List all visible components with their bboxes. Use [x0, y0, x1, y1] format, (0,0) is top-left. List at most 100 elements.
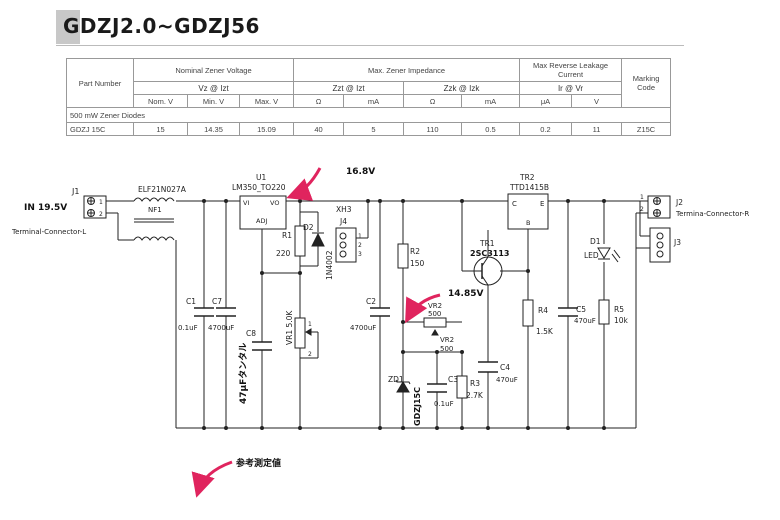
- connector-j3: [649, 227, 671, 263]
- label-u1: U1: [256, 173, 266, 182]
- label-led: LED: [584, 251, 599, 260]
- cell-value: 15: [133, 122, 188, 136]
- unit-cell: Min. V: [187, 94, 240, 108]
- capacitor-c4: [478, 361, 498, 373]
- junction-dots: [202, 199, 606, 430]
- label-vr2-b-val: 500: [440, 345, 453, 353]
- label-c2-val: 4700uF: [350, 324, 376, 332]
- potentiometer-vr1: [294, 317, 306, 349]
- label-vr2-b: VR2: [440, 336, 454, 344]
- unit-cell: Nom. V: [133, 94, 188, 108]
- cell-value: 110: [403, 122, 463, 136]
- label-nf-part: ELF21N027A: [138, 185, 187, 194]
- label-u1-vi: VI: [243, 199, 249, 207]
- label-tr2-c: C: [512, 200, 517, 208]
- header-impedance: Max. Zener Impedance: [293, 58, 521, 82]
- cell-value: 14.35: [187, 122, 240, 136]
- label-c5: C5: [576, 305, 586, 314]
- label-tr1-part: 2SC3113: [470, 249, 509, 258]
- capacitor-c8: [252, 341, 272, 351]
- table-header-row: Part Number Nominal Zener Voltage Max. Z…: [66, 58, 672, 108]
- svg-text:2: 2: [99, 211, 103, 218]
- unit-cell: V: [571, 94, 623, 108]
- svg-text:2: 2: [308, 351, 312, 358]
- label-r3: R3: [470, 379, 480, 388]
- cell-part: GDZJ 15C: [66, 122, 134, 136]
- label-tr2-b: B: [526, 219, 530, 227]
- arrow-14v85: [405, 293, 441, 324]
- title-accent-block: [56, 10, 80, 44]
- label-vr1: VR1 5.0K: [285, 310, 294, 345]
- label-tr2-part: TTD1415B: [509, 183, 549, 192]
- header-marking: Marking Code: [621, 58, 672, 108]
- label-r3-val: 2.7K: [466, 391, 484, 400]
- unit-cell: μA: [519, 94, 573, 108]
- zener-spec-table: Part Number Nominal Zener Voltage Max. Z…: [65, 58, 672, 136]
- subheader-zzt: Zzt @ Izt: [293, 81, 405, 95]
- capacitor-c1: [194, 307, 214, 317]
- label-vr2-a: VR2: [428, 302, 442, 310]
- label-tr2-e: E: [540, 200, 544, 208]
- resistor-r3: [456, 375, 468, 399]
- svg-text:1: 1: [640, 194, 644, 201]
- label-xh3: XH3: [336, 205, 352, 214]
- cell-value: 5: [343, 122, 405, 136]
- svg-text:1: 1: [308, 321, 312, 328]
- label-c7-val: 4700uF: [208, 324, 234, 332]
- filter-nf1: [133, 197, 175, 241]
- subheader-ir: Ir @ Vr: [519, 81, 623, 95]
- label-c8: C8: [246, 329, 256, 338]
- diode-d2: [311, 232, 325, 247]
- cell-marking: Z15C: [621, 122, 672, 136]
- capacitor-c5: [558, 307, 578, 317]
- header-leakage: Max Reverse Leakage Current: [519, 58, 623, 82]
- label-d2: D2: [303, 223, 314, 232]
- svg-text:1: 1: [358, 233, 362, 240]
- section-label: 500 mW Zener Diodes: [65, 107, 672, 123]
- table-row: GDZJ 15C 15 14.35 15.09 40 5 110 0.5 0.2…: [66, 122, 672, 136]
- label-connector-left: Terminal-Connector-L: [11, 228, 86, 236]
- led-d1: [597, 247, 621, 263]
- label-r4: R4: [538, 306, 548, 315]
- label-tantalum: 47μFタンタル: [237, 343, 249, 404]
- unit-cell: Ω: [293, 94, 345, 108]
- unit-cell: mA: [461, 94, 521, 108]
- label-c4-val: 470uF: [496, 376, 518, 384]
- arrow-reference: [191, 460, 233, 498]
- svg-text:3: 3: [358, 251, 362, 258]
- label-nf1: NF1: [148, 206, 162, 214]
- label-d2-part: 1N4002: [325, 250, 334, 280]
- label-tr1: TR1: [479, 239, 495, 248]
- connector-j2: [647, 195, 671, 219]
- label-c1: C1: [186, 297, 196, 306]
- cell-value: 40: [293, 122, 345, 136]
- label-vr2-a-val: 500: [428, 310, 441, 318]
- page-title: GDZJ2.0~GDZJ56: [63, 14, 260, 38]
- unit-cell: mA: [343, 94, 405, 108]
- label-c3: C3: [448, 375, 458, 384]
- label-r5-val: 10k: [614, 316, 629, 325]
- label-r1-val: 220: [276, 249, 291, 258]
- table-subheader-row: Vz @ Izt Zzt @ Izt Zzk @ Izk Ir @ Vr: [67, 81, 671, 95]
- label-u1-vo: VO: [270, 199, 279, 207]
- label-d1: D1: [590, 237, 601, 246]
- title-divider: [56, 45, 684, 46]
- capacitor-c3: [427, 383, 447, 393]
- unit-cell: Max. V: [238, 94, 295, 108]
- label-14v85: 14.85V: [448, 289, 483, 299]
- cell-value: 0.2: [519, 122, 573, 136]
- connector-j4: [335, 227, 357, 263]
- label-r1: R1: [282, 231, 292, 240]
- regulator-u1: [239, 195, 287, 230]
- resistor-r4: [522, 299, 534, 327]
- arrow-16v8: [286, 167, 322, 201]
- resistor-r5: [598, 299, 610, 325]
- label-input-voltage: IN 19.5V: [24, 203, 67, 213]
- svg-text:2: 2: [640, 206, 644, 213]
- cell-value: 0.5: [461, 122, 521, 136]
- resistor-r1: [294, 225, 306, 257]
- header-nominal: Nominal Zener Voltage: [132, 58, 295, 82]
- label-j1: J1: [71, 187, 79, 196]
- label-u1-part: LM350_TO220: [232, 183, 286, 192]
- label-reference: 参考測定値: [236, 457, 281, 469]
